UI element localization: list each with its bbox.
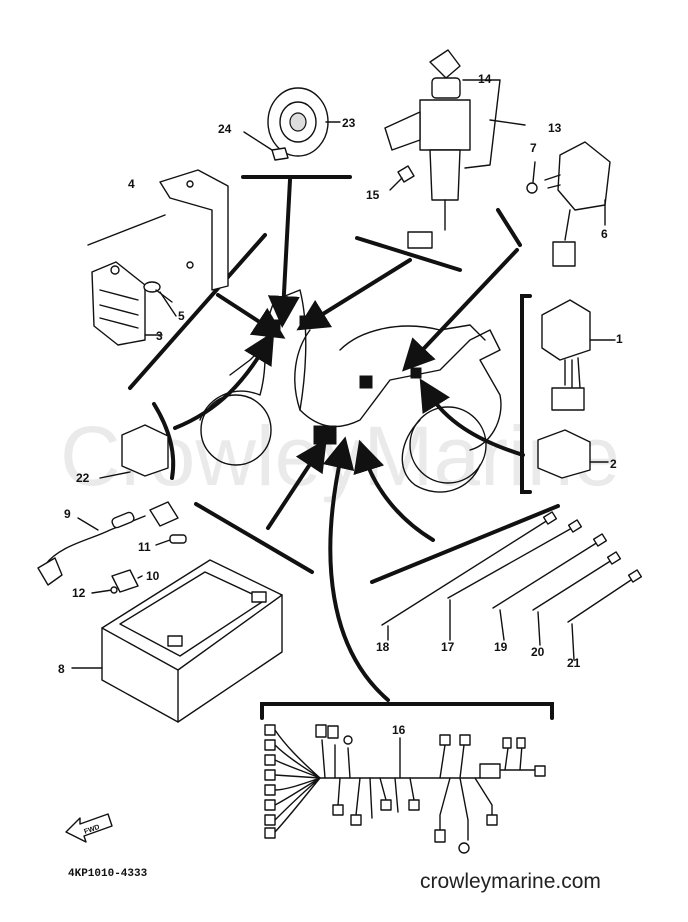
- diagram-code: 4KP1010-4333: [68, 868, 148, 880]
- part-1-relay: [541, 299, 616, 411]
- callout-14: 14: [478, 72, 492, 86]
- callout-9: 9: [64, 507, 71, 521]
- callout-23: 23: [342, 116, 356, 130]
- connection-arrows: [173, 178, 525, 702]
- group-brackets: [128, 175, 560, 720]
- part-12-bolt: [91, 586, 118, 594]
- part-4-bracket: [87, 169, 229, 291]
- website-label: crowleymarine.com: [420, 870, 601, 893]
- callout-19: 19: [494, 640, 508, 654]
- callout-11: 11: [138, 540, 151, 554]
- part-5-bolt: [143, 281, 177, 317]
- callout-5: 5: [178, 309, 185, 323]
- callout-21: 21: [567, 656, 581, 670]
- front-direction-arrow: FWD: [65, 813, 113, 843]
- harness-left-fan: [264, 724, 321, 839]
- callout-20: 20: [531, 645, 545, 659]
- part-13-main-switch: [384, 49, 526, 249]
- callout-16: 16: [392, 723, 406, 737]
- callout-22: 22: [76, 471, 90, 485]
- part-24-screw: [243, 131, 289, 161]
- part-10-holder: [111, 569, 143, 593]
- part-7-nut: [526, 161, 538, 194]
- callout-3: 3: [156, 329, 163, 343]
- callout-6: 6: [601, 227, 608, 241]
- callout-numbers: 1 2 3 4 5 6 7 8 9 10 11 12 13 14 15 16 1…: [58, 72, 623, 737]
- part-6-switch: [544, 141, 611, 267]
- callout-8: 8: [58, 662, 65, 676]
- callout-4: 4: [128, 177, 135, 191]
- callout-12: 12: [72, 586, 86, 600]
- callout-10: 10: [146, 569, 160, 583]
- cable-ties: [381, 511, 643, 661]
- part-11-fuse: [155, 534, 187, 546]
- part-16-wire-harness: [264, 724, 546, 854]
- part-2-cap: [537, 429, 609, 479]
- callout-18: 18: [376, 640, 390, 654]
- part-15-nut: [389, 165, 415, 191]
- part-23-horn: [267, 87, 341, 157]
- callout-1: 1: [616, 332, 623, 346]
- part-9-fuse-holder: [37, 501, 179, 586]
- callout-24: 24: [218, 122, 232, 136]
- callout-15: 15: [366, 188, 380, 202]
- callout-13: 13: [548, 121, 562, 135]
- part-3-rectifier: [91, 261, 163, 346]
- callout-2: 2: [610, 457, 617, 471]
- part-8-battery: [71, 559, 283, 723]
- callout-17: 17: [441, 640, 455, 654]
- callout-7: 7: [530, 141, 537, 155]
- part-22-flasher: [99, 424, 169, 479]
